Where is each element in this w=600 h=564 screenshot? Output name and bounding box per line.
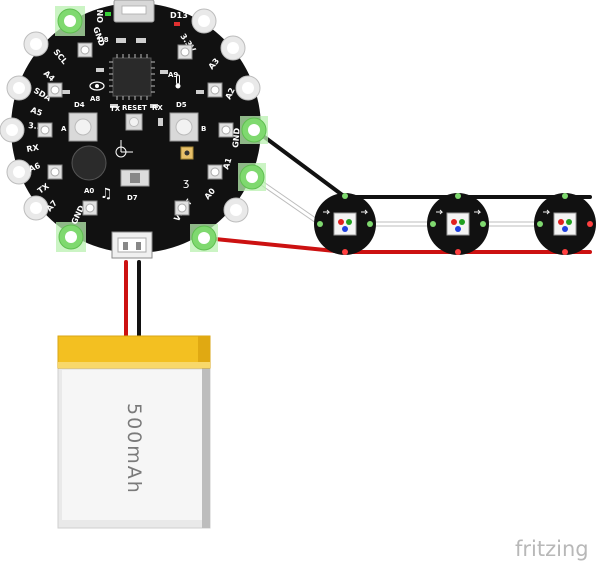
- label-btn-a: A: [61, 125, 67, 133]
- on-led: [105, 12, 111, 16]
- button-b[interactable]: [169, 112, 199, 142]
- fritzing-watermark: fritzing: [515, 537, 589, 561]
- label-on: ON: [96, 10, 105, 24]
- thermometer-icon: [175, 74, 181, 89]
- circuit-playground-board: GND SCL A4 SDA A5 3.3V RX A6 TX A7 GND V…: [0, 0, 268, 259]
- pads: [0, 6, 268, 252]
- vout-wire: [203, 236, 592, 254]
- slide-switch[interactable]: [120, 169, 150, 187]
- music-note-icon: ♫: [100, 186, 113, 202]
- label-rx-chip: RX: [152, 104, 163, 112]
- label-a6: A6: [27, 161, 42, 174]
- label-d13: D13: [170, 11, 188, 20]
- label-gnd-right: GND: [231, 127, 242, 148]
- gnd-wire: [253, 128, 592, 199]
- label-d8: D8: [98, 36, 109, 44]
- d13-led: [174, 22, 180, 26]
- chip-labels: D8 A8 A9 D4 TX RESET RX D5 A B A0 D7: [61, 36, 206, 202]
- axes-icon: [115, 140, 133, 158]
- neopixel-2: [427, 193, 489, 255]
- label-d4: D4: [74, 101, 85, 109]
- speaker: [71, 145, 107, 181]
- small-components: [62, 38, 204, 126]
- button-a[interactable]: [68, 112, 98, 142]
- label-a1: A1: [221, 156, 233, 170]
- neopixel-3: [534, 193, 596, 255]
- label-btn-b: B: [201, 125, 206, 133]
- mcu-chip: [112, 57, 152, 97]
- reset-button[interactable]: [125, 113, 143, 131]
- onboard-neopixels: [37, 42, 234, 216]
- neopixel-1: [314, 193, 376, 255]
- label-d7: D7: [127, 194, 138, 202]
- label-a8: A8: [90, 95, 100, 103]
- mcu-pins: [109, 54, 155, 100]
- label-tx-chip: TX: [110, 105, 121, 113]
- label-d5: D5: [176, 101, 187, 109]
- label-a9: A9: [168, 71, 178, 79]
- label-rx: RX: [26, 143, 41, 154]
- ear-icon: ʒ: [183, 176, 189, 189]
- lipo-battery: 500mAh: [57, 335, 211, 529]
- battery-capacity-label: 500mAh: [123, 403, 145, 495]
- label-a10: A0: [84, 187, 94, 195]
- jst-connector: [111, 231, 153, 259]
- eye-icon: [89, 81, 105, 91]
- label-reset: RESET: [122, 104, 147, 112]
- label-a5: A5: [29, 105, 44, 118]
